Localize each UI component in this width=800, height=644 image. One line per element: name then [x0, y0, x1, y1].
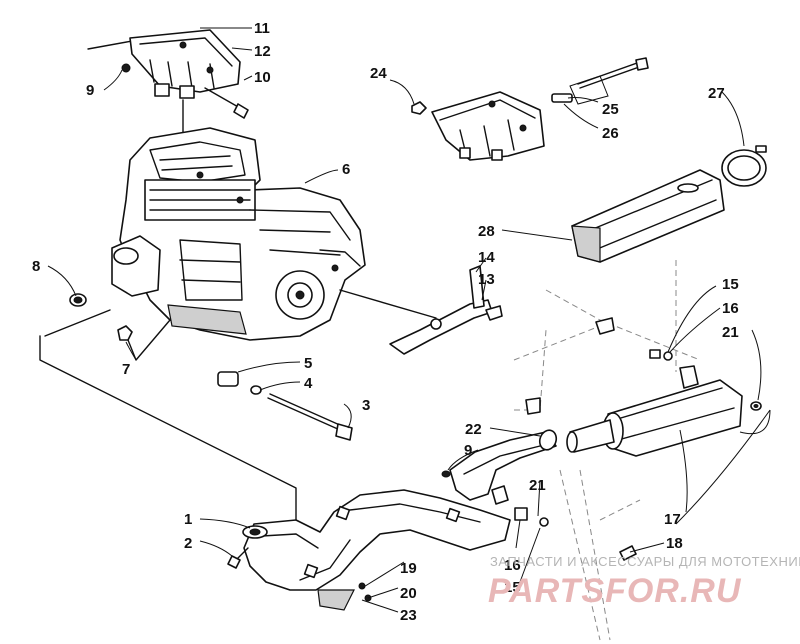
- callout-4: 4: [304, 375, 313, 392]
- callout-23: 23: [400, 607, 417, 624]
- callout-7: 7: [122, 361, 130, 378]
- callout-10: 10: [254, 69, 271, 86]
- front-exhaust-pipe: [39, 335, 511, 611]
- engine-damper: [44, 293, 111, 337]
- engine-assembly: [111, 99, 366, 341]
- callout-1: 1: [184, 511, 192, 528]
- callout-8: 8: [32, 258, 40, 275]
- callout-15-lower: 15: [504, 579, 521, 596]
- engine-nut: [117, 319, 171, 361]
- callout-12: 12: [254, 43, 271, 60]
- engine-long-bolt: [267, 393, 353, 441]
- callout-9-upper: 9: [86, 82, 94, 99]
- leader-lines: [47, 27, 771, 613]
- callout-27: 27: [708, 85, 725, 102]
- engine-spacer: [217, 371, 262, 395]
- callout-11: 11: [254, 20, 270, 37]
- callout-17: 17: [664, 511, 681, 528]
- callout-6: 6: [342, 161, 350, 178]
- callout-14: 14: [478, 249, 495, 266]
- callout-5: 5: [304, 355, 312, 372]
- watermark-tagline: ЗАПЧАСТИ И АКСЕССУАРЫ ДЛЯ МОТОТЕХНИКИ: [490, 554, 800, 569]
- callout-21-upper: 21: [722, 324, 739, 341]
- callout-15-upper: 15: [722, 276, 739, 293]
- callout-13: 13: [478, 271, 495, 288]
- callout-24: 24: [370, 65, 387, 82]
- frame-outline: [513, 260, 701, 641]
- mount-arm: [339, 265, 503, 355]
- callout-21-lower: 21: [529, 477, 546, 494]
- rear-exhaust-pipe: [441, 429, 558, 505]
- callout-25: 25: [602, 101, 619, 118]
- callout-20: 20: [400, 585, 417, 602]
- callout-28: 28: [478, 223, 495, 240]
- callout-26: 26: [602, 125, 619, 142]
- watermark-logo: PARTSFOR.RU: [488, 572, 742, 610]
- callout-9-lower: 9: [464, 442, 472, 459]
- callout-2: 2: [184, 535, 192, 552]
- heat-shield: [571, 169, 725, 263]
- exhaust-clamp: [721, 145, 767, 187]
- muffler: [514, 349, 762, 561]
- muffler-mount-bracket: [411, 57, 649, 161]
- callout-22: 22: [465, 421, 482, 438]
- callout-3: 3: [362, 397, 370, 414]
- callout-labels: 11 12 10 9 6 8 7 5 4 3 1 2 24 25 26 27 2…: [32, 20, 739, 624]
- watermark: ЗАПЧАСТИ И АКСЕССУАРЫ ДЛЯ МОТОТЕХНИКИ PA…: [488, 554, 800, 610]
- callout-16-lower: 16: [504, 557, 521, 574]
- callout-16-upper: 16: [722, 300, 739, 317]
- callout-18: 18: [666, 535, 683, 552]
- engine-mount-bracket: [87, 29, 249, 119]
- callout-19: 19: [400, 560, 417, 577]
